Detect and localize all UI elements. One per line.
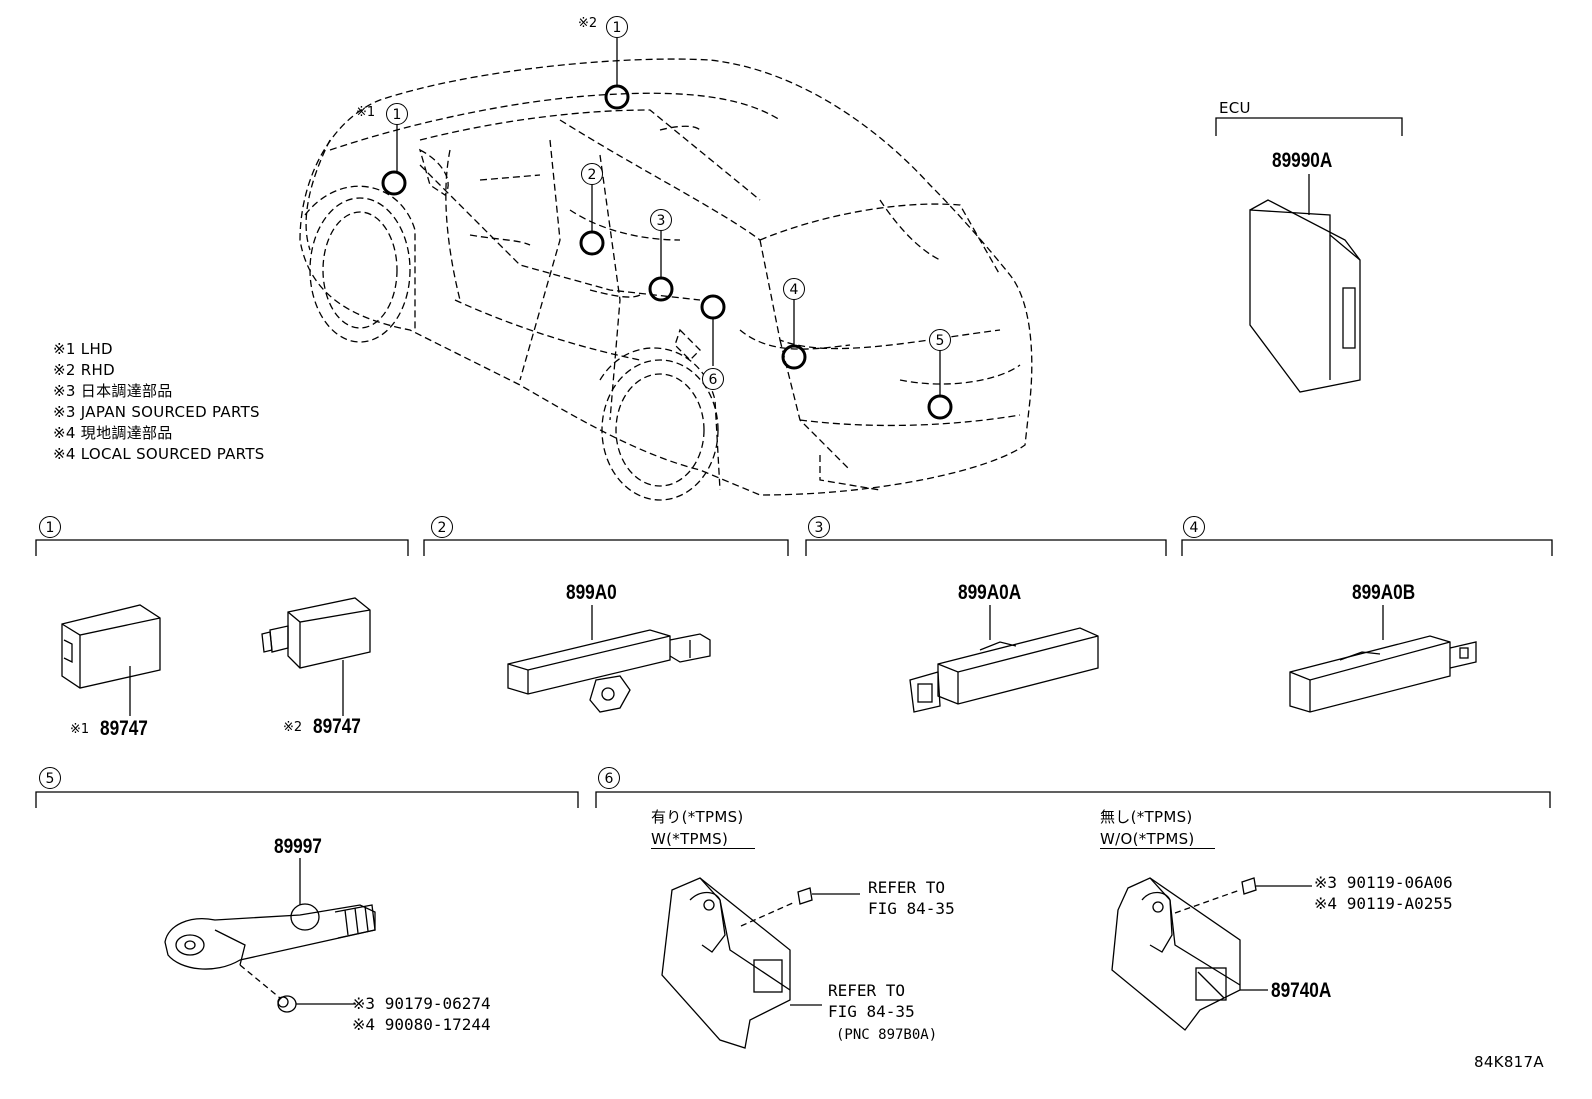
part-number-89740a: 89740A	[1271, 979, 1332, 1002]
callout-3: 3	[650, 209, 672, 231]
antenna-899a0a	[909, 605, 1099, 713]
refer-1-line1: REFER TO	[868, 878, 946, 897]
callout-2: 2	[581, 163, 603, 185]
sensor-89747-lhd	[61, 604, 161, 716]
section-4-number: 4	[1183, 516, 1205, 538]
antenna-899a0	[507, 605, 711, 713]
bolt-90179-06274: ※3 90179-06274	[352, 994, 491, 1013]
vehicle-outline	[299, 58, 1033, 496]
callout-lhd-mark: ※1	[356, 105, 376, 120]
bolt-90119-a0255: ※4 90119-A0255	[1314, 894, 1453, 913]
sensor-89997	[164, 858, 376, 1013]
section-3-number: 3	[808, 516, 830, 538]
legend-item: ※1 LHD	[53, 340, 113, 358]
callout-4: 4	[783, 278, 805, 300]
section-5-number: 5	[39, 767, 61, 789]
refer-2-line1: REFER TO	[828, 981, 906, 1000]
part-number-89997: 89997	[274, 835, 322, 858]
refer-1-line2: FIG 84-35	[868, 899, 955, 918]
legend-item: ※4 現地調達部品	[53, 424, 173, 442]
section-6-number: 6	[598, 767, 620, 789]
part-number-899a0a: 899A0A	[958, 581, 1022, 604]
ecu-group	[1215, 117, 1403, 393]
antenna-899a0b	[1289, 605, 1477, 713]
refer-2-line3: (PNC 897B0A)	[836, 1027, 938, 1043]
callout-5: 5	[929, 329, 951, 351]
sensor-89747-rhd	[261, 597, 371, 716]
vehicle-wheels	[304, 185, 721, 501]
part-number-899a0: 899A0	[566, 581, 617, 604]
refer-2-line2: FIG 84-35	[828, 1002, 915, 1021]
section-1-number: 1	[39, 516, 61, 538]
part-number-899a0b: 899A0B	[1352, 581, 1416, 604]
part-number-89990a: 89990A	[1272, 149, 1333, 172]
figure-code: 84K817A	[1474, 1053, 1544, 1071]
callout-1-lhd: 1	[386, 103, 408, 125]
bolt-90119-06a06: ※3 90119-06A06	[1314, 873, 1453, 892]
legend-item: ※2 RHD	[53, 361, 115, 379]
legend-item: ※3 日本調達部品	[53, 382, 173, 400]
callout-6: 6	[702, 368, 724, 390]
with-tpms-jp: 有り(*TPMS)	[651, 808, 744, 826]
section-2-number: 2	[431, 516, 453, 538]
legend-item: ※3 JAPAN SOURCED PARTS	[53, 403, 260, 421]
ecu-label: ECU	[1219, 99, 1251, 117]
vehicle-callouts	[381, 38, 953, 420]
without-tpms-en: W/O(*TPMS)	[1100, 832, 1215, 849]
lhd-mark: ※1	[70, 722, 90, 737]
legend-item: ※4 LOCAL SOURCED PARTS	[53, 445, 265, 463]
callout-1-rhd: 1	[606, 16, 628, 38]
without-tpms-jp: 無し(*TPMS)	[1100, 808, 1193, 826]
callout-rhd-mark: ※2	[578, 16, 598, 31]
part-number-89747-lhd: 89747	[100, 717, 148, 740]
bolt-90080-17244: ※4 90080-17244	[352, 1015, 491, 1034]
section-brackets	[35, 539, 1553, 808]
receiver-with-tpms	[661, 877, 860, 1049]
with-tpms-en: W(*TPMS)	[651, 832, 755, 849]
rhd-mark: ※2	[283, 720, 303, 735]
receiver-89740a	[1111, 877, 1312, 1031]
part-number-89747-rhd: 89747	[313, 715, 361, 738]
